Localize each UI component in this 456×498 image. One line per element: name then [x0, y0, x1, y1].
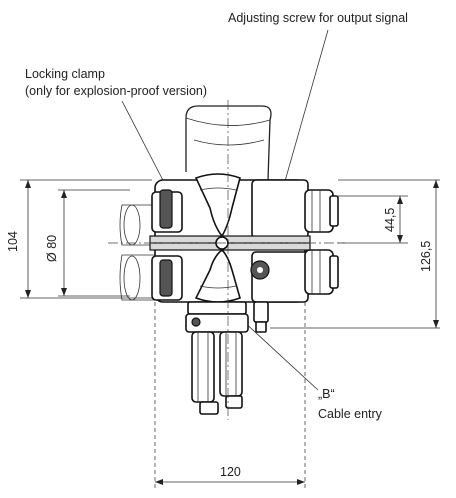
cable-entry-label: Cable entry [318, 407, 383, 421]
locking-clamp-label: Locking clamp [25, 67, 105, 81]
cable-entry-leader [241, 319, 319, 391]
cable-entry-fittings [185, 301, 269, 415]
diaphragm [194, 173, 241, 303]
dimension-104: 104 [6, 231, 20, 252]
adjusting-screw-label: Adjusting screw for output signal [228, 11, 408, 25]
housing [149, 179, 339, 303]
dimension-120: 120 [220, 465, 241, 479]
locking-clamp-leader [121, 100, 169, 191]
dimension-44-5: 44,5 [383, 208, 397, 232]
dimension-126-5: 126,5 [419, 241, 433, 272]
adjusting-screw [250, 260, 270, 280]
left-flange-group [119, 204, 156, 301]
locking-clamp-note: (only for explosion-proof version) [25, 84, 207, 98]
dimension-diameter-80: Ø 80 [45, 235, 59, 262]
right-dimensions [270, 179, 440, 329]
locking-clamp [159, 189, 173, 297]
bottom-dimension [154, 302, 306, 488]
top-actuator [185, 105, 272, 181]
left-dimensions [20, 179, 152, 299]
b-marker-label: „B“ [318, 387, 335, 401]
